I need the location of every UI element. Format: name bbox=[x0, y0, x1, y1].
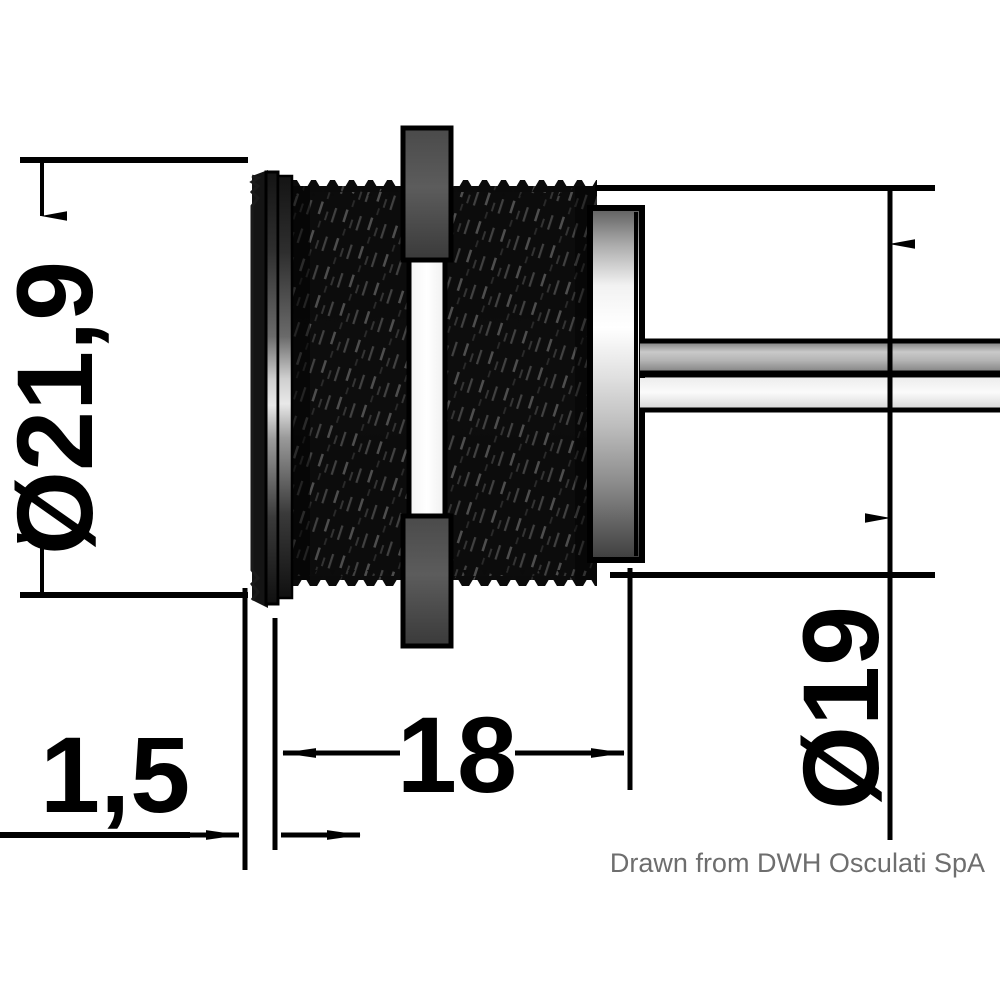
bezel-flange bbox=[249, 170, 294, 608]
rear-cap bbox=[587, 205, 645, 563]
dimension-diameter-rear-cap: Ø19 bbox=[595, 185, 935, 840]
dimension-label-length-body: 18 bbox=[397, 694, 517, 815]
dimension-label-diameter-rear-cap: Ø19 bbox=[780, 606, 901, 810]
dimension-label-thickness-flange: 1,5 bbox=[40, 714, 190, 835]
dimension-label-diameter-flange: Ø21,9 bbox=[0, 261, 115, 555]
dimension-length-body: 18 bbox=[272, 568, 633, 850]
drawing-credit-text: Drawn from DWH Osculati SpA bbox=[610, 848, 985, 878]
mounting-nut bbox=[400, 125, 454, 649]
wire-pair bbox=[640, 338, 1000, 413]
dimension-diameter-flange: Ø21,9 bbox=[0, 157, 248, 598]
dimension-thickness-flange: 1,5 bbox=[0, 588, 361, 870]
product-assembly bbox=[249, 125, 1000, 649]
